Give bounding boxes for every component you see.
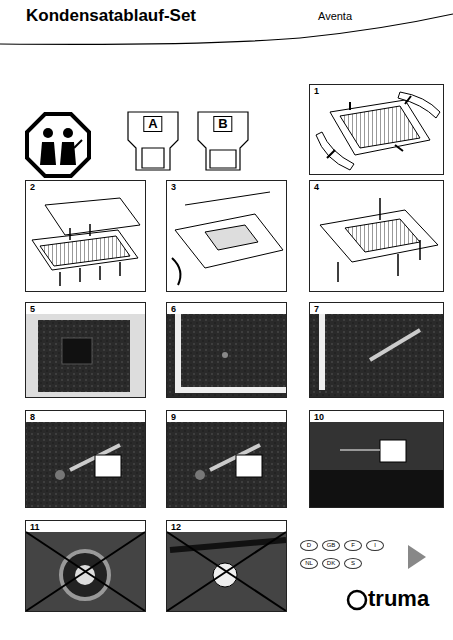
node-text: NL [305,560,313,567]
connector-shapes [128,112,248,170]
logo-mark [348,591,366,609]
node-text: D [307,542,311,549]
safety-icon [27,114,89,176]
node-text: 8 [28,412,37,422]
language-badge: DK [322,558,340,569]
next-arrow [408,545,426,569]
step-panel: 3 [166,180,287,292]
step-panel: 5 [25,302,146,398]
node-text: 6 [169,304,178,314]
step-panel: 9 [166,410,287,508]
node-text: DK [327,560,335,567]
node-text: 12 [169,522,183,532]
language-badge: D [300,540,318,551]
step-panel: 11 [25,520,146,612]
node-text: 2 [28,182,37,192]
title: Kondensatablauf-Set [26,6,196,26]
node-text: GB [327,542,336,549]
language-badge: GB [322,540,340,551]
step-panel: 12 [166,520,287,612]
part-variant: A [128,112,178,142]
node-text: 9 [169,412,178,422]
step-panel: 2 [25,180,146,292]
node-text: A [143,116,162,132]
panel-drawing [172,192,283,285]
photo [26,314,443,611]
model-name: Aventa [318,10,352,22]
node-text: I [374,542,376,549]
panel-drawing [32,198,140,286]
step-panel: 10 [309,410,444,508]
node-text: F [351,542,355,549]
part-variant: B [198,112,248,142]
panel-drawing [316,92,440,170]
node-text: 3 [169,182,178,192]
node-text: 4 [312,182,321,192]
node-text: 5 [28,304,37,314]
step-panel: 8 [25,410,146,508]
step-panel: 4 [309,180,444,292]
node-text: 11 [28,522,42,532]
node-text: 7 [312,304,321,314]
node-text: 1 [312,86,321,96]
language-badge: NL [300,558,318,569]
node-text: B [213,116,232,132]
language-badge: F [344,540,362,551]
brand-logo: truma [368,587,429,611]
language-badge: I [366,540,384,551]
node-text: 10 [312,412,326,422]
panel-drawing [320,198,438,282]
node-text: S [351,560,355,567]
step-panel: 7 [309,302,444,398]
step-panel: 1 [309,84,444,175]
step-panel: 6 [166,302,287,398]
language-badge: S [344,558,362,569]
